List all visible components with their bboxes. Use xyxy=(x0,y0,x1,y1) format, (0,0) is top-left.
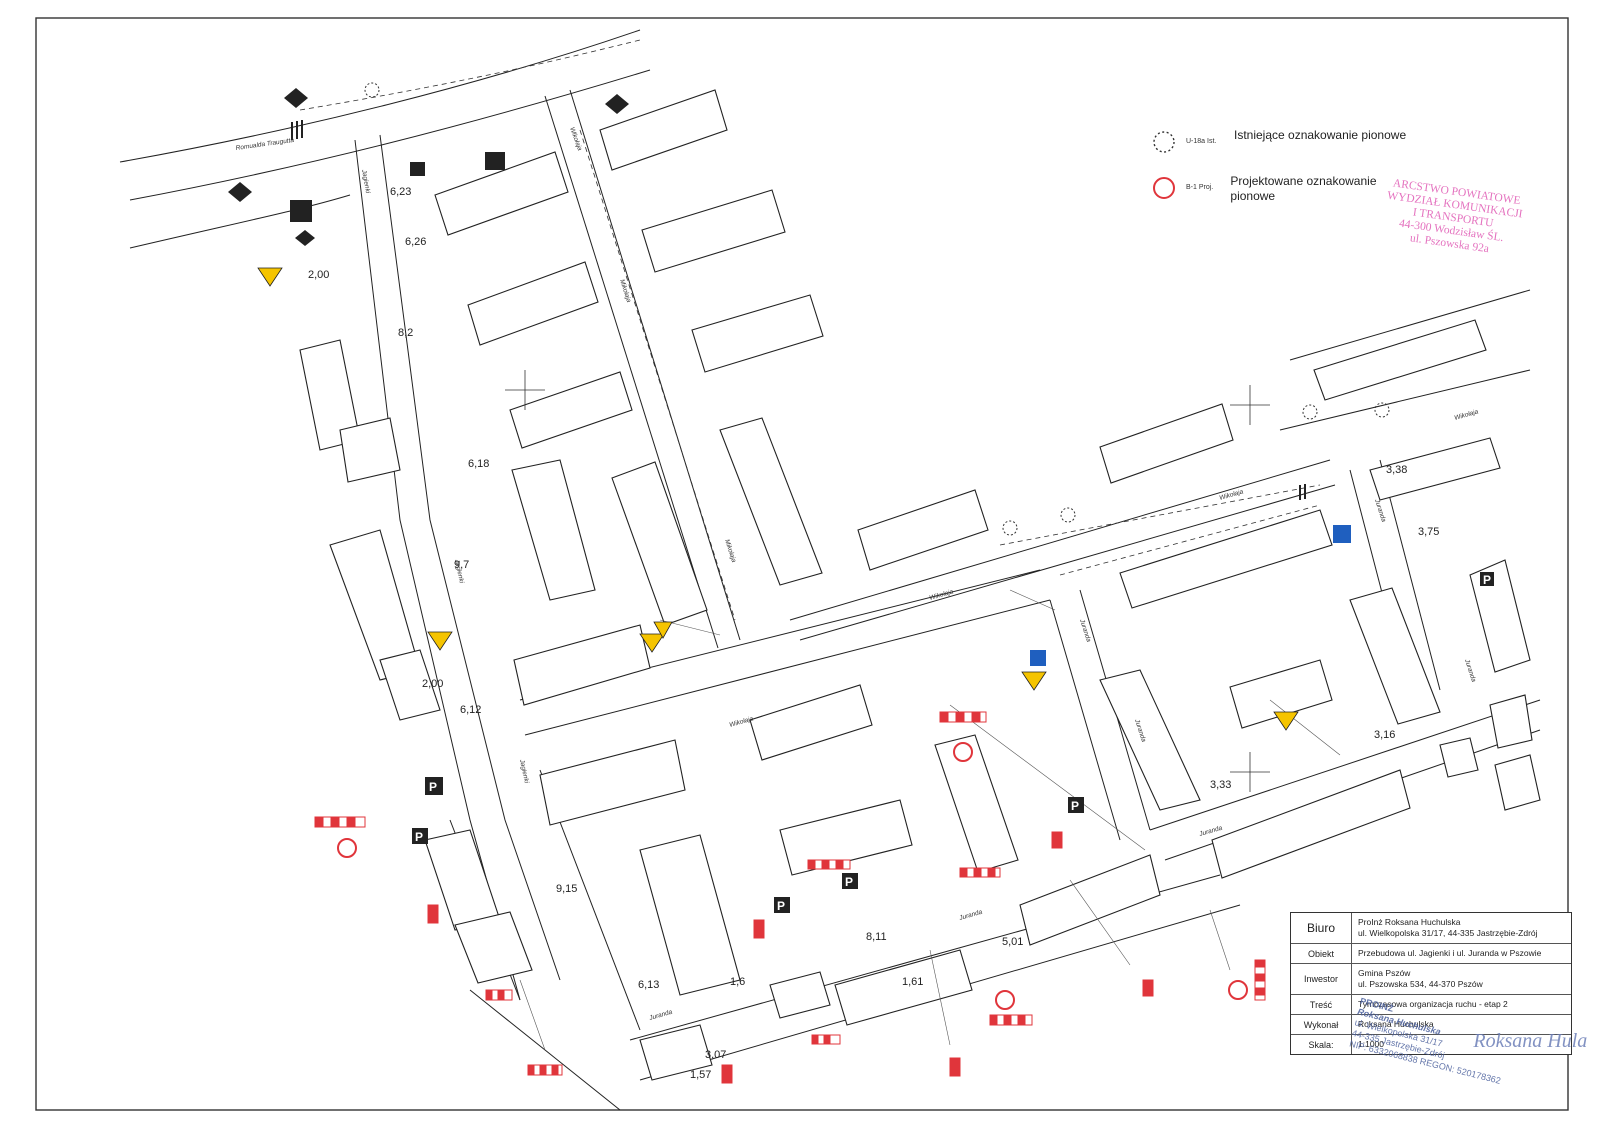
dim-4: 8,2 xyxy=(398,327,413,339)
street-jagienki-1: Jagienki xyxy=(360,168,371,194)
warning-sign-icons xyxy=(257,267,1299,731)
dim-1: 6,23 xyxy=(390,186,411,198)
tb-value: Przebudowa ul. Jagienki i ul. Juranda w … xyxy=(1358,948,1542,958)
projected-sign-markers xyxy=(337,742,1248,1010)
dim-7: 2,00 xyxy=(422,678,443,690)
street-juranda-5: Juranda xyxy=(648,1009,674,1023)
dim-2: 6,26 xyxy=(405,236,426,248)
svg-text:P: P xyxy=(777,899,785,913)
dim-8: 6,12 xyxy=(460,704,481,716)
tb-label: Obiekt xyxy=(1291,944,1352,963)
tb-value: Roksana Huchulska xyxy=(1358,1019,1434,1029)
dimension-labels: 6,23 6,26 2,00 8,2 6,18 9,7 2,00 6,12 9,… xyxy=(308,186,1439,1081)
dim-19: 3,38 xyxy=(1386,464,1407,476)
crosswalks xyxy=(291,120,1306,500)
diamond-sign-icons xyxy=(228,88,629,246)
street-juranda-4: Juranda xyxy=(1198,825,1224,839)
dashed-circle-icon xyxy=(1153,131,1175,153)
dim-15: 1,61 xyxy=(902,976,923,988)
street-traugutta: Romualda Traugutta xyxy=(235,137,295,152)
street-wikolaja-4: Wikołaja xyxy=(729,715,755,729)
legend: U-18a Ist. Istniejące oznakowanie pionow… xyxy=(1150,128,1410,222)
tb-row-tresc: Treść Tymczasowa organizacja ruchu - eta… xyxy=(1291,995,1571,1015)
street-jagienki-3: Jagienki xyxy=(518,758,530,784)
existing-sign-markers xyxy=(364,82,1390,536)
tb-row-skala: Skala: 1:1000 xyxy=(1291,1035,1571,1054)
dim-20: 3,75 xyxy=(1418,526,1439,538)
street-juranda-3: Juranda xyxy=(958,909,984,923)
tb-label: Inwestor xyxy=(1291,964,1352,994)
tb-value: Tymczasowa organizacja ruchu - etap 2 xyxy=(1358,999,1508,1009)
tb-value: 1:1000 xyxy=(1358,1039,1384,1049)
svg-text:P: P xyxy=(1483,573,1491,587)
svg-text:P: P xyxy=(1071,799,1079,813)
dim-14: 8,11 xyxy=(866,931,887,943)
dim-11: 1,6 xyxy=(730,976,745,988)
buildings xyxy=(299,89,1541,1081)
barrier-signs xyxy=(314,711,1266,1084)
tb-row-obiekt: Obiekt Przebudowa ul. Jagienki i ul. Jur… xyxy=(1291,944,1571,964)
tb-row-wykonal: Wykonał Roksana Huchulska xyxy=(1291,1015,1571,1035)
dim-16: 5,01 xyxy=(1002,936,1023,948)
legend-existing-code: U-18a Ist. xyxy=(1186,138,1217,145)
svg-text:P: P xyxy=(415,830,423,844)
legend-projected-label: Projektowane oznakowanie pionowe xyxy=(1230,174,1377,203)
parking-letters: P P P P P P xyxy=(415,573,1491,913)
dim-6: 9,7 xyxy=(454,559,469,571)
handwritten-signature: Roksana Hula xyxy=(1473,1030,1588,1053)
legend-projected: B-1 Proj. Projektowane oznakowanie piono… xyxy=(1150,174,1410,204)
svg-text:P: P xyxy=(845,875,853,889)
map-frame xyxy=(35,17,1569,1111)
street-juranda-7: Juranda xyxy=(1463,658,1477,684)
dim-5: 6,18 xyxy=(468,458,489,470)
blue-sign-icons xyxy=(1030,525,1351,666)
street-wikolaja-2: Wikołaja xyxy=(929,588,955,602)
legend-projected-code: B-1 Proj. xyxy=(1186,184,1214,191)
crosshair-markers xyxy=(505,370,1270,792)
dim-9: 9,15 xyxy=(556,883,577,895)
dim-18: 3,16 xyxy=(1374,729,1395,741)
dim-10: 6,13 xyxy=(638,979,659,991)
red-circle-icon xyxy=(1153,177,1175,199)
tb-label: Skala: xyxy=(1291,1035,1352,1054)
parking-sign-icons xyxy=(412,572,1494,913)
street-juranda-1: Juranda xyxy=(1078,618,1092,644)
svg-text:P: P xyxy=(429,780,437,794)
tb-label: Biuro xyxy=(1291,913,1352,943)
dim-12: 3,07 xyxy=(705,1049,726,1061)
street-juranda-6: Juranda xyxy=(1373,498,1387,524)
street-mikolaja-2: Mikołaja xyxy=(723,538,737,563)
street-wikolaja-5: Wikołaja xyxy=(1454,408,1480,422)
dim-3: 2,00 xyxy=(308,269,329,281)
curb-dashed xyxy=(299,39,1321,621)
dim-13: 1,57 xyxy=(690,1069,711,1081)
street-wikolaja-1: Wikołaja xyxy=(568,126,583,152)
legend-existing: U-18a Ist. Istniejące oznakowanie pionow… xyxy=(1150,128,1410,156)
street-mikolaja-1: Mikołaja xyxy=(618,278,632,303)
tb-label: Treść xyxy=(1291,995,1352,1014)
dim-17: 3,33 xyxy=(1210,779,1231,791)
tb-label: Wykonał xyxy=(1291,1015,1352,1034)
legend-existing-label: Istniejące oznakowanie pionowe xyxy=(1234,128,1407,142)
